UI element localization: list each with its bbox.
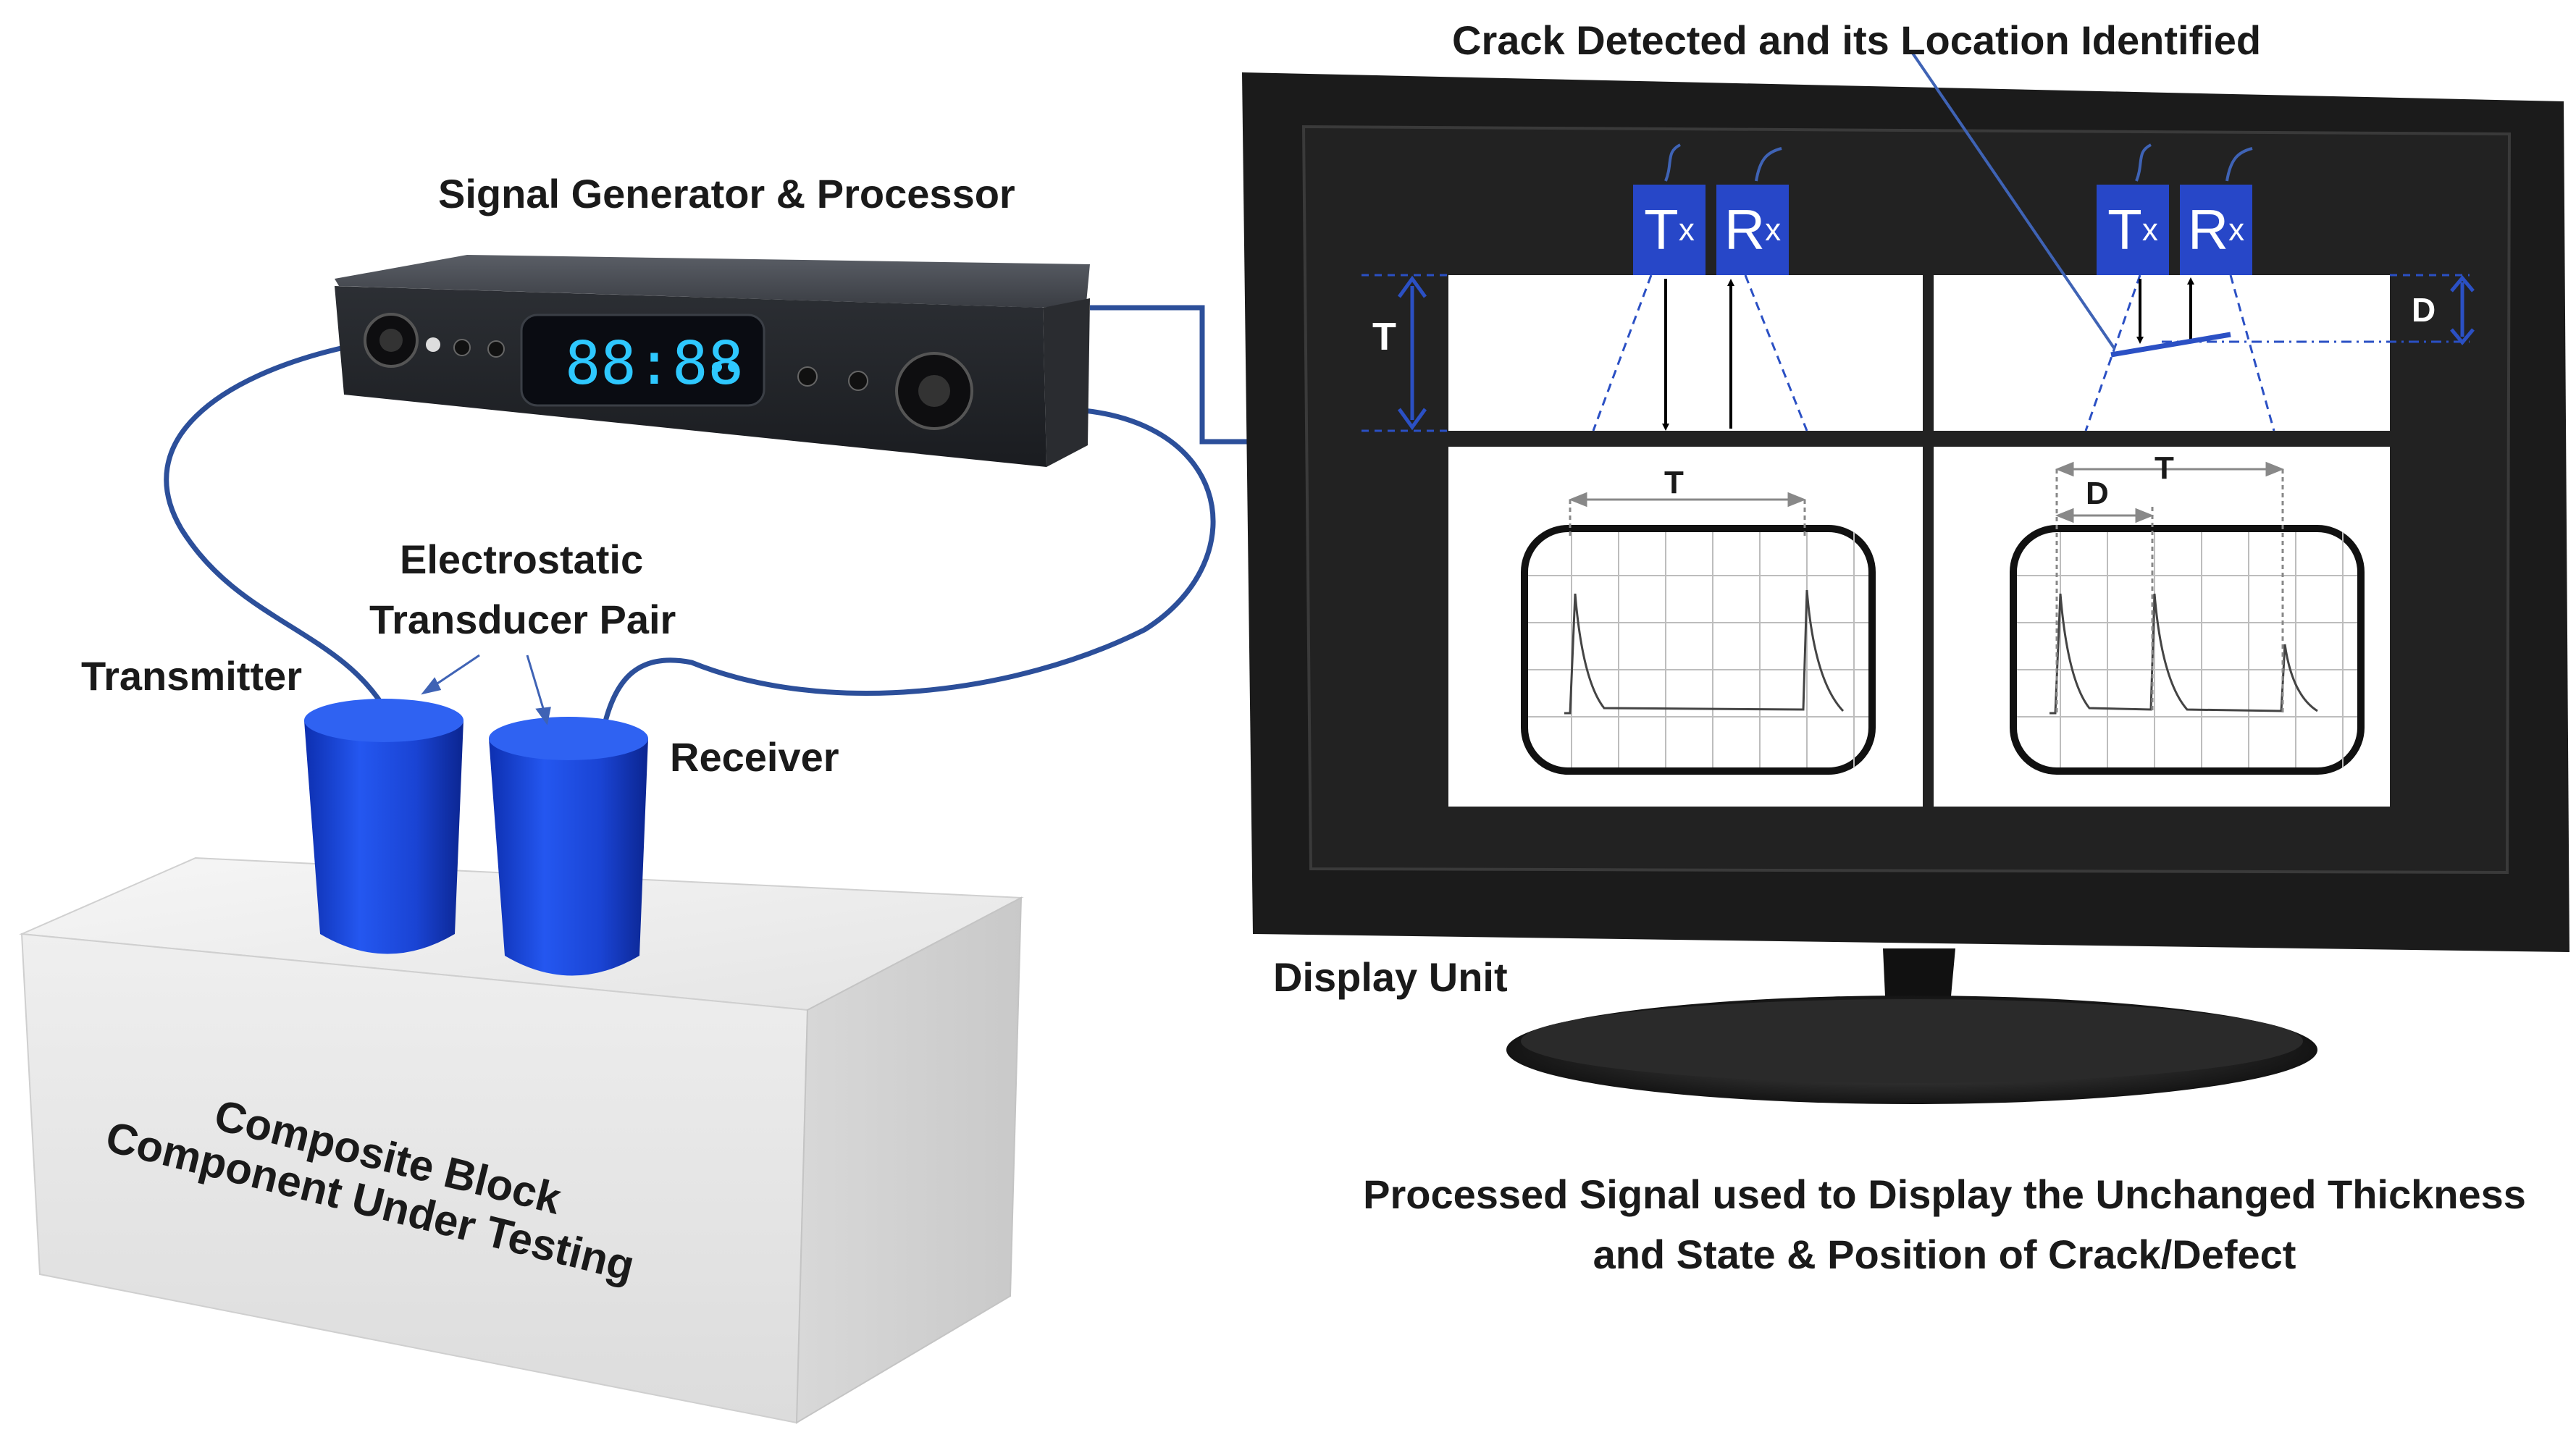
rx-box-left <box>1716 185 1789 275</box>
rx-box-right <box>2180 185 2252 275</box>
tx-box-right <box>2097 185 2169 275</box>
screen-transducer-wires <box>1664 143 2253 182</box>
depth-arrow <box>2450 275 2475 345</box>
crack-pointer-line <box>1910 51 2116 350</box>
transmitter-transducer <box>304 699 463 954</box>
transducer-pair-label-line2: Transducer Pair <box>369 597 676 642</box>
transmitter-cable <box>164 345 390 715</box>
transducer-pair-label-line1: Electrostatic <box>400 536 644 582</box>
device-to-monitor-cable <box>1090 305 1249 445</box>
transmitter-label: Transmitter <box>81 653 302 699</box>
depth-symbol-scope-right: D <box>2086 476 2109 511</box>
thickness-symbol-scope-left: T <box>1664 465 1684 500</box>
caption-line2: and State & Position of Crack/Defect <box>1593 1232 2296 1277</box>
caption-line1: Processed Signal used to Display the Unc… <box>1363 1171 2526 1217</box>
composite-block <box>19 857 1024 1424</box>
cables <box>164 305 1249 725</box>
dashed-guides <box>1362 274 2470 432</box>
oscilloscope-right <box>2010 525 2365 775</box>
thickness-arrow <box>1397 275 1427 431</box>
signal-generator-label: Signal Generator & Processor <box>438 171 1015 216</box>
crack-line <box>2110 332 2231 358</box>
receiver-label: Receiver <box>670 734 839 780</box>
thickness-symbol-scope-right: T <box>2155 450 2174 486</box>
receiver-cable <box>602 406 1216 725</box>
display-unit-label: Display Unit <box>1273 954 1508 1000</box>
depth-symbol-side: D <box>2412 291 2436 329</box>
receiver-transducer <box>489 717 648 976</box>
thickness-symbol-side: T <box>1372 315 1396 358</box>
tx-box-left <box>1633 185 1706 275</box>
signal-generator-device: 88:88 <box>335 255 1090 467</box>
oscilloscope-left <box>1521 525 1876 775</box>
scope-dimension-lines <box>1568 461 2285 713</box>
transducer-pointer-arrows <box>421 654 551 725</box>
crack-detected-label: Crack Detected and its Location Identifi… <box>1452 17 2262 63</box>
